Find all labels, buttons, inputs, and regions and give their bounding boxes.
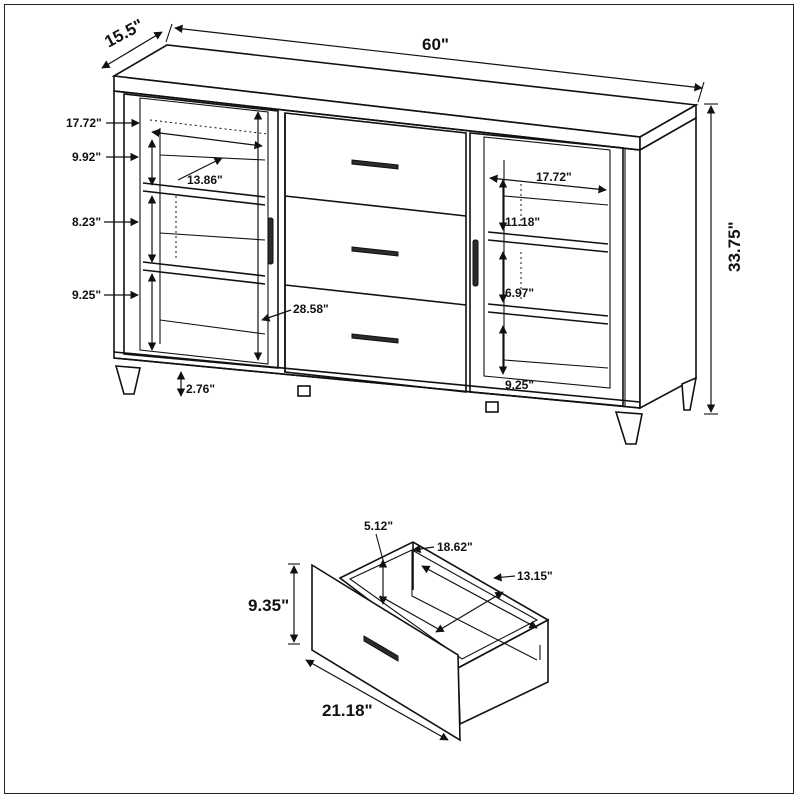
drawer-1-handle xyxy=(351,159,399,170)
right-shelf-2 xyxy=(487,303,609,317)
drawer-detail: 5.12" 18.62" 13.15" 9.35" 21.18" xyxy=(248,519,553,742)
drawer-2-handle xyxy=(351,246,399,257)
width-dimension-line xyxy=(174,24,703,92)
drawer-interior-depth-label: 18.62" xyxy=(437,540,473,554)
left-glass-door xyxy=(123,93,279,369)
drawer-3-handle xyxy=(351,333,399,344)
drawer-interior-height-label: 5.12" xyxy=(364,519,393,533)
leg-height-label: 2.76" xyxy=(186,382,215,396)
front-left-leg xyxy=(114,365,141,395)
right-shelf-gap-top-label: 11.18" xyxy=(505,215,540,229)
drawer-divider-2 xyxy=(284,284,467,306)
height-label: 33.75" xyxy=(725,221,744,272)
drawer-front-height-label: 9.35" xyxy=(248,596,289,615)
left-shelf-depth-label: 17.72" xyxy=(66,116,102,130)
drawer-front-width-label: 21.18" xyxy=(322,701,373,720)
diagram-frame xyxy=(4,4,794,794)
depth-label: 15.5" xyxy=(101,15,146,51)
drawer-interior-width-label: 13.15" xyxy=(517,569,553,583)
left-shelf-2 xyxy=(142,261,266,277)
drawer-divider-1 xyxy=(284,195,467,217)
rear-right-leg xyxy=(681,376,698,411)
left-door-handle xyxy=(267,217,274,265)
right-shelf-gap-mid-label: 6.97" xyxy=(505,286,534,300)
front-right-leg xyxy=(614,411,643,445)
drawer-side-panel xyxy=(457,618,549,726)
right-door-handle xyxy=(472,239,479,287)
right-shelf-1 xyxy=(487,231,609,245)
center-foot-right xyxy=(485,401,499,413)
left-shelf-1 xyxy=(142,182,266,198)
cabinet-side xyxy=(639,116,697,410)
left-shelf-width-label: 13.86" xyxy=(187,173,223,187)
right-shelf-width-label: 17.72" xyxy=(536,170,572,184)
drawer-bank-height-label: 28.58" xyxy=(293,302,329,316)
depth-dimension-line xyxy=(101,31,163,69)
center-foot-left xyxy=(297,385,311,397)
right-shelf-gap-bottom-label: 9.25" xyxy=(505,378,534,392)
width-label: 60" xyxy=(422,35,449,54)
drawer-front-width-line xyxy=(305,659,449,741)
left-shelf-gap-top-label: 9.92" xyxy=(72,150,101,164)
cabinet-dimensions: 60" 15.5" 33.75" 17.72" 9.92" 13.86" 8.2… xyxy=(66,15,744,415)
left-shelf-gap-mid-label: 8.23" xyxy=(72,215,101,229)
left-shelf-gap-bottom-label: 9.25" xyxy=(72,288,101,302)
